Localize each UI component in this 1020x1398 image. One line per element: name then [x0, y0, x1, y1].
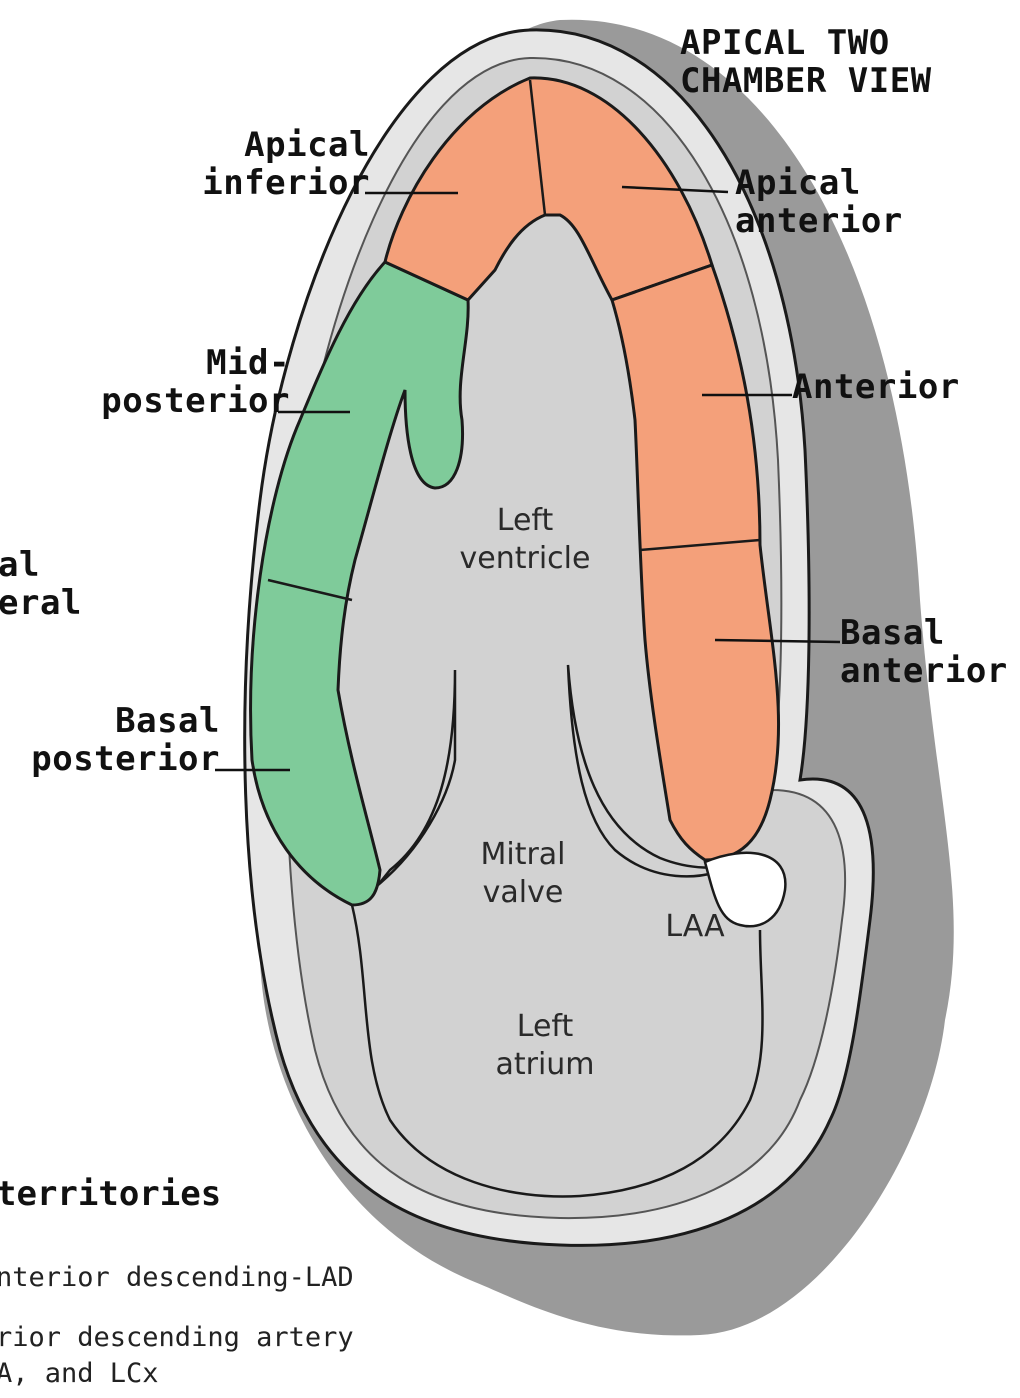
label-basal-anterior-line1: Basal — [840, 614, 1008, 652]
label-apical-anterior-line2: anterior — [735, 202, 903, 240]
label-apical-inferior-line2: inferior — [180, 164, 370, 202]
legend-title: territories — [0, 1174, 221, 1214]
view-title: APICAL TWO CHAMBER VIEW — [680, 24, 932, 100]
label-left-atrium: Left atrium — [470, 1008, 620, 1084]
legend-line-3: A, and LCx — [0, 1358, 159, 1390]
label-basal-anterior: Basal anterior — [840, 614, 1008, 690]
label-left-ventricle-line2: ventricle — [420, 540, 630, 578]
label-laa-text: LAA — [650, 908, 740, 946]
legend-line-2: rior descending artery — [0, 1322, 354, 1354]
label-mitral-valve-line1: Mitral — [448, 836, 598, 874]
label-anterior: Anterior — [792, 368, 960, 406]
label-apical-inferior-line1: Apical — [180, 126, 370, 164]
label-basal-posterior: Basal posterior — [10, 702, 220, 778]
label-apical-anterior-line1: Apical — [735, 164, 903, 202]
label-mitral-valve: Mitral valve — [448, 836, 598, 912]
label-mid-posterior-line2: posterior — [60, 382, 290, 420]
label-laa: LAA — [650, 908, 740, 946]
label-basal-anterior-line2: anterior — [840, 652, 1008, 690]
label-mitral-valve-line2: valve — [448, 874, 598, 912]
label-basal-posterior-line2: posterior — [10, 740, 220, 778]
legend-line-1: nterior descending-LAD — [0, 1262, 354, 1294]
view-title-line1: APICAL TWO — [680, 24, 932, 62]
label-left-atrium-line1: Left — [470, 1008, 620, 1046]
label-mid-posterior: Mid- posterior — [60, 344, 290, 420]
cut-off-label: al eral — [0, 546, 82, 622]
label-left-ventricle: Left ventricle — [420, 502, 630, 578]
view-title-line2: CHAMBER VIEW — [680, 62, 932, 100]
label-apical-anterior: Apical anterior — [735, 164, 903, 240]
label-mid-posterior-line1: Mid- — [60, 344, 290, 382]
cut-off-label-line1: al — [0, 546, 82, 584]
label-anterior-line1: Anterior — [792, 368, 960, 406]
label-apical-inferior: Apical inferior — [180, 126, 370, 202]
label-basal-posterior-line1: Basal — [10, 702, 220, 740]
label-left-atrium-line2: atrium — [470, 1046, 620, 1084]
cut-off-label-line2: eral — [0, 584, 82, 622]
label-left-ventricle-line1: Left — [420, 502, 630, 540]
